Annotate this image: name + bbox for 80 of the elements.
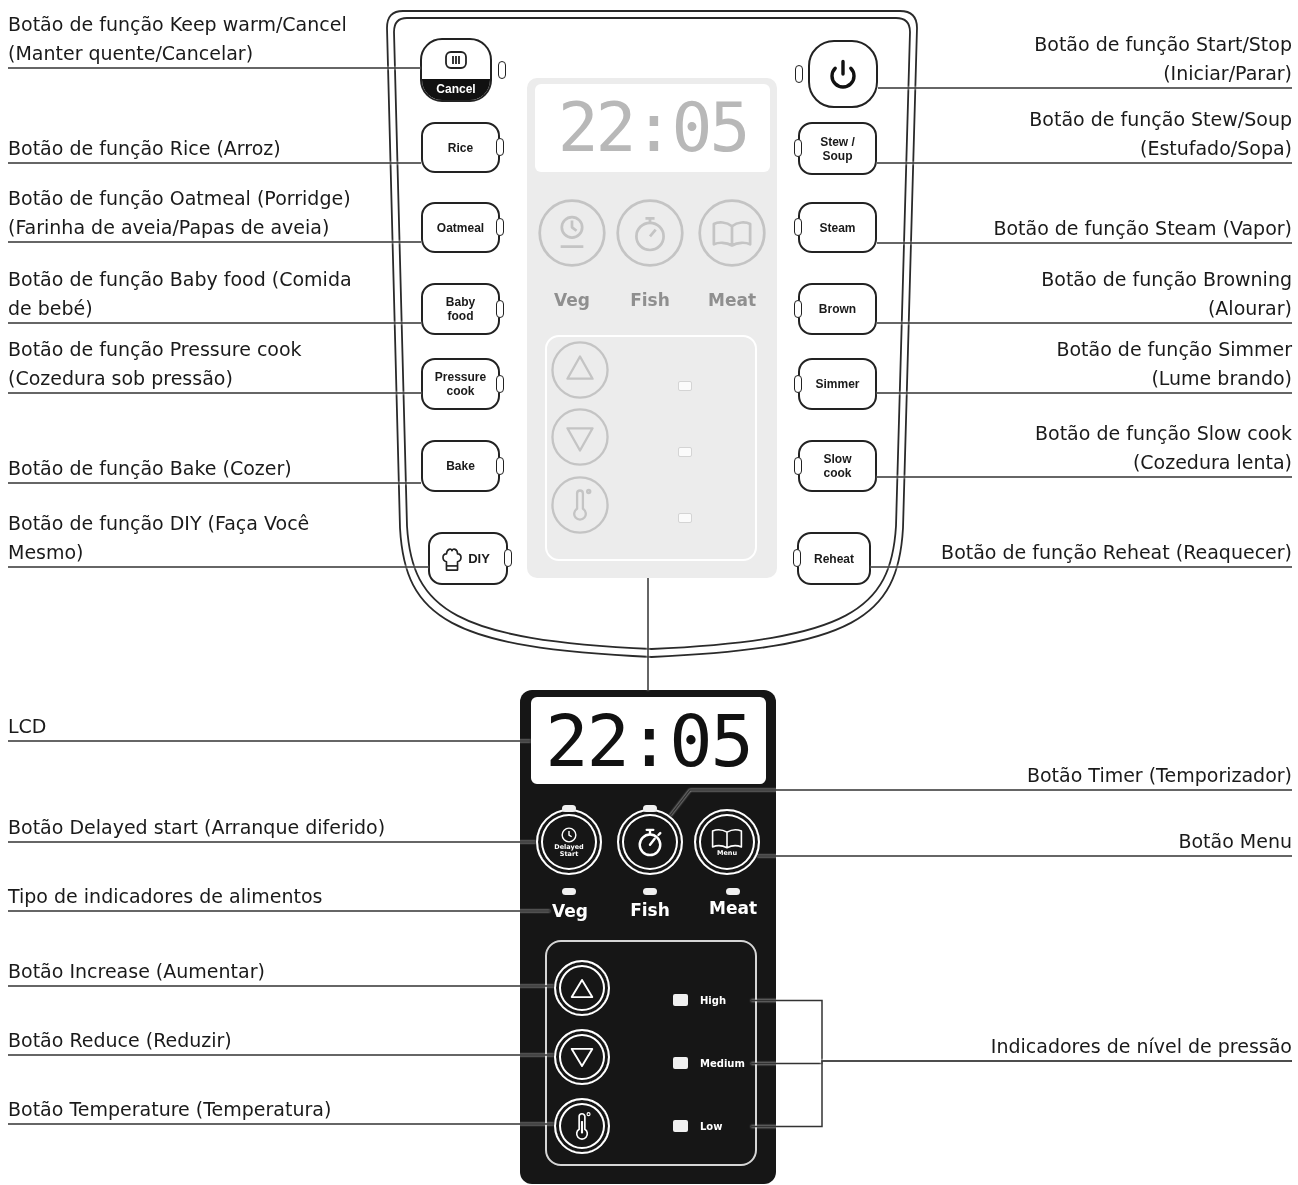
button-group-outline bbox=[545, 940, 757, 1166]
round-button bbox=[554, 960, 610, 1016]
callout-text: Botão de função Pressure cook (Cozedura sob pressão) bbox=[8, 335, 380, 393]
leader-line bbox=[7, 841, 537, 843]
callout-text: Botão de função Stew/Soup (Estufado/Sopa) bbox=[962, 105, 1292, 163]
round-button bbox=[554, 1029, 610, 1085]
pressure-level-label: Low bbox=[700, 1119, 751, 1134]
leader-line bbox=[876, 476, 1293, 478]
leader-line bbox=[7, 1054, 555, 1056]
callout-text: Botão Increase (Aumentar) bbox=[8, 957, 508, 986]
display-panel bbox=[527, 78, 777, 578]
callout-text: Botão Timer (Temporizador) bbox=[972, 761, 1292, 790]
callout-text: Botão de função Start/Stop (Iniciar/Parar) bbox=[962, 30, 1292, 88]
callout-text: Botão de função Browning (Alourar) bbox=[992, 265, 1292, 323]
callout-text: Botão de função Rice (Arroz) bbox=[8, 134, 380, 163]
function-button: Pressure cook bbox=[421, 358, 500, 410]
leader-line bbox=[7, 910, 551, 912]
leader-line bbox=[876, 242, 1293, 244]
food-type-label: Fish bbox=[629, 899, 671, 922]
lcd-display: 22:05 bbox=[535, 84, 770, 172]
display-panel-closeup bbox=[520, 690, 776, 1184]
callout-text: Indicadores de nível de pressão bbox=[952, 1032, 1292, 1061]
leader-line bbox=[750, 1060, 1293, 1128]
callout-text: Botão de função Baby food (Comida de bebé) bbox=[8, 265, 370, 323]
callout-text: Botão de função Slow cook (Cozedura lenta) bbox=[992, 419, 1292, 477]
leader-line bbox=[7, 322, 422, 324]
function-button: Steam bbox=[798, 202, 877, 253]
callout-text: Botão de função Steam (Vapor) bbox=[962, 214, 1292, 243]
pressure-level-label: High bbox=[700, 993, 751, 1008]
function-button: Rice bbox=[421, 122, 500, 173]
food-type-label: Meat bbox=[706, 289, 757, 312]
callout-text: Botão de função Reheat (Reaquecer) bbox=[912, 538, 1292, 567]
callout-text: Botão de função Simmer (Lume brando) bbox=[1030, 335, 1292, 393]
callout-text: Botão de função Oatmeal (Porridge) (Farinha de aveia/Papas de aveia) bbox=[8, 184, 380, 242]
food-type-label: Fish bbox=[629, 289, 671, 312]
leader-line bbox=[647, 577, 649, 691]
leader-line bbox=[7, 1123, 555, 1125]
leader-line bbox=[669, 789, 1293, 817]
function-button: Bake bbox=[421, 440, 500, 492]
food-type-label: Meat bbox=[707, 897, 758, 920]
lcd-screen: 22:05 bbox=[531, 697, 766, 784]
food-type-label: Veg bbox=[550, 898, 590, 924]
food-type-label: Veg bbox=[553, 289, 591, 312]
leader-line bbox=[7, 482, 422, 484]
callout-text: Botão Menu bbox=[1092, 827, 1292, 856]
leader-line bbox=[7, 241, 422, 243]
leader-line bbox=[756, 855, 1293, 857]
function-button: Brown bbox=[798, 283, 877, 335]
function-button: Baby food bbox=[421, 283, 500, 335]
leader-line bbox=[7, 162, 422, 164]
function-button: Stew / Soup bbox=[798, 122, 877, 175]
function-button: Slow cook bbox=[798, 440, 877, 492]
callout-text: Botão Reduce (Reduzir) bbox=[8, 1026, 508, 1055]
function-button: Oatmeal bbox=[421, 202, 500, 253]
leader-line bbox=[7, 392, 422, 394]
leader-line bbox=[877, 87, 1293, 89]
pressure-level-label: Medium bbox=[700, 1056, 751, 1071]
callout-text: Botão de função Bake (Cozer) bbox=[8, 454, 380, 483]
callout-text: Botão de função DIY (Faça Você Mesmo) bbox=[8, 509, 380, 567]
leader-line bbox=[7, 566, 429, 568]
callout-text: LCD bbox=[8, 712, 208, 741]
leader-line bbox=[7, 985, 555, 987]
leader-line bbox=[870, 566, 1293, 568]
function-button: Reheat bbox=[797, 532, 871, 585]
button-label: Cancel bbox=[422, 79, 490, 100]
function-button: Simmer bbox=[798, 358, 877, 410]
callout-text: Tipo de indicadores de alimentos bbox=[8, 882, 508, 911]
leader-line bbox=[876, 322, 1293, 324]
leader-line bbox=[7, 67, 421, 69]
function-button bbox=[420, 38, 492, 102]
callout-text: Botão Delayed start (Arranque diferido) bbox=[8, 813, 508, 842]
function-button bbox=[428, 532, 508, 585]
leader-line bbox=[876, 392, 1293, 394]
leader-line bbox=[7, 740, 532, 742]
round-button bbox=[554, 1098, 610, 1154]
button-label: DIY bbox=[468, 551, 490, 566]
callout-text: Botão de função Keep warm/Cancel (Manter quente/Cancelar) bbox=[8, 10, 380, 68]
callout-text: Botão Temperature (Temperatura) bbox=[8, 1095, 508, 1124]
power-button bbox=[808, 40, 878, 108]
leader-line bbox=[876, 162, 1293, 164]
